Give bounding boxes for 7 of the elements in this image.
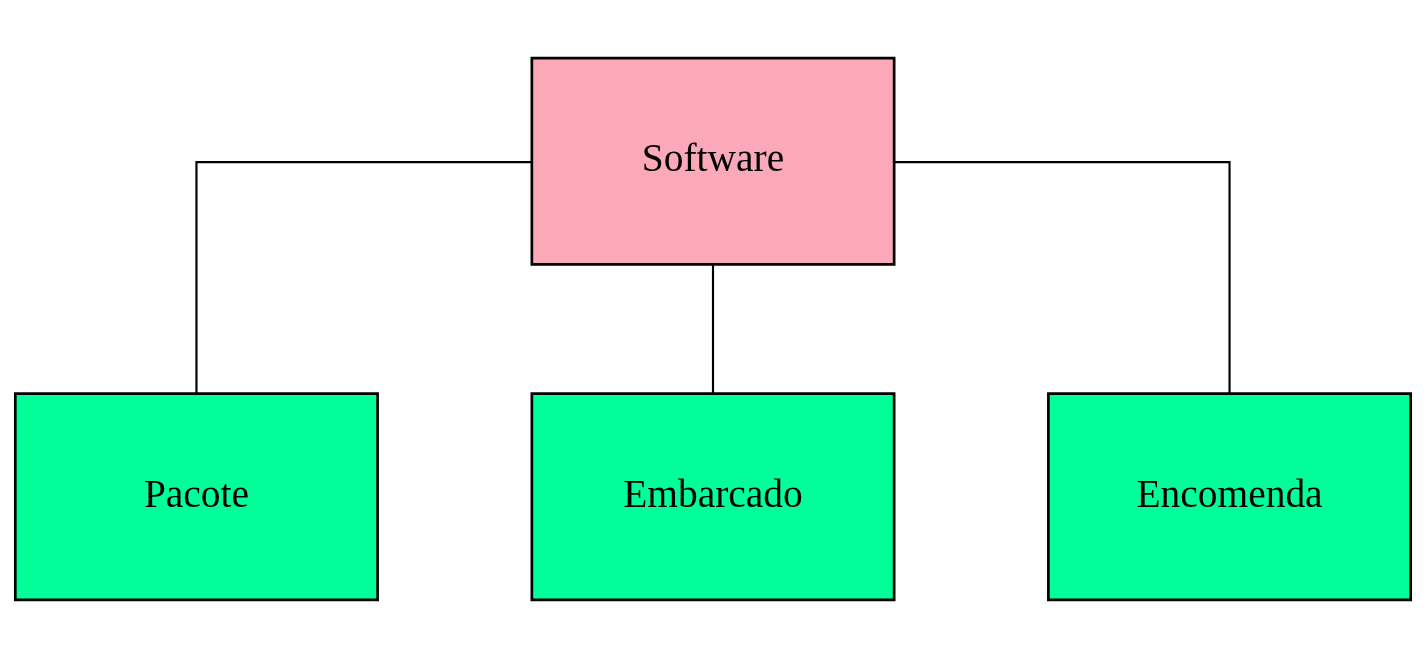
node-box: Software bbox=[530, 56, 896, 266]
connector bbox=[195, 160, 532, 393]
node-box: Pacote bbox=[13, 391, 379, 601]
node-box: Encomenda bbox=[1047, 391, 1413, 601]
node-box: Embarcado bbox=[530, 391, 896, 601]
connector bbox=[894, 160, 1231, 393]
connector bbox=[711, 264, 715, 393]
